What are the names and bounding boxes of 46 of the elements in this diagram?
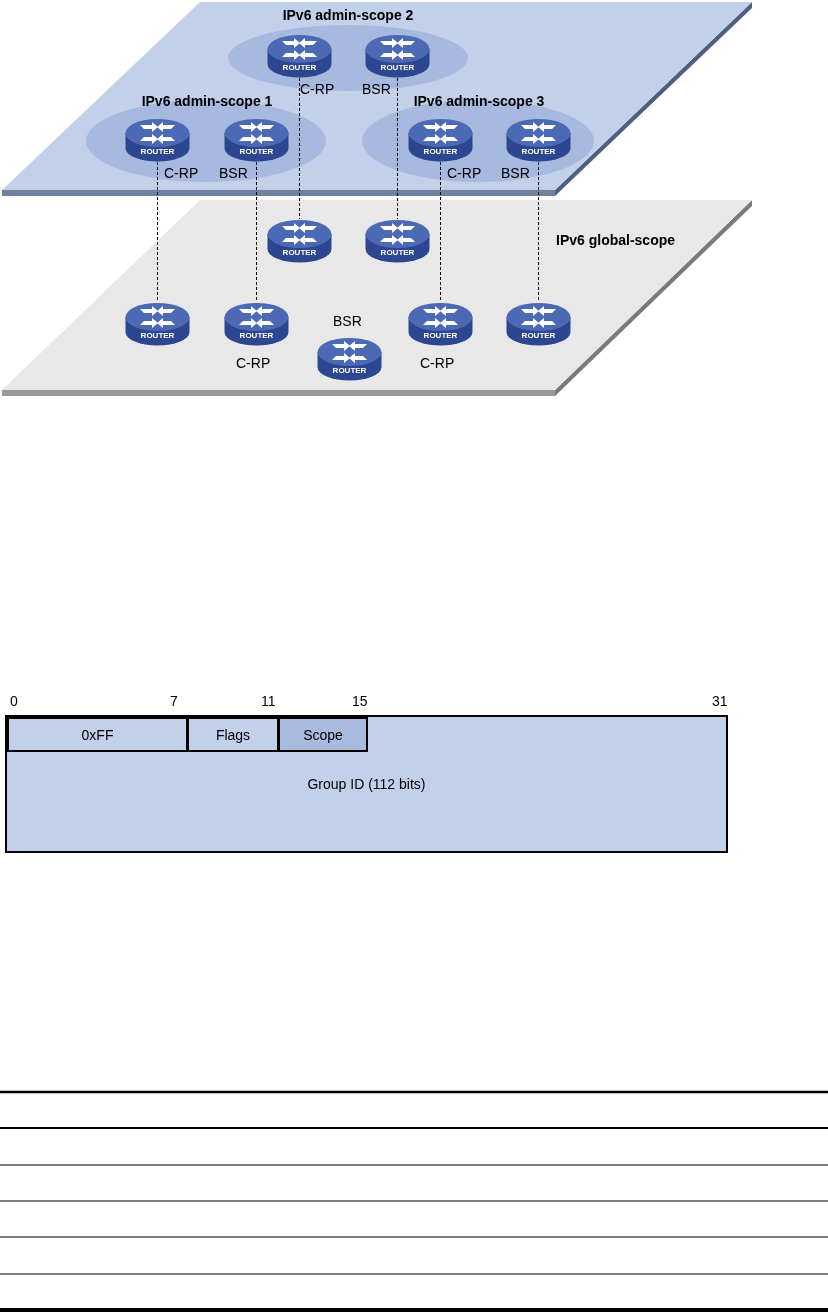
packet-format-box [5,715,728,853]
device-label: ROUTER [331,367,368,375]
field-label: Scope [302,728,344,742]
role-label: C-RP [236,356,271,370]
role-label: BSR [501,166,530,180]
role-label: C-RP [447,166,482,180]
field-cell [7,717,188,752]
scope-heading: IPv6 admin-scope 2 [281,8,415,22]
bit-number: 31 [712,694,728,708]
field-cell [278,717,368,752]
device-label: ROUTER [520,148,557,156]
device-label: ROUTER [139,148,176,156]
scope-heading: IPv6 admin-scope 1 [140,94,274,108]
dashed-link [538,161,539,303]
dashed-link [440,161,441,303]
role-label: C-RP [420,356,455,370]
scope-heading: IPv6 global-scope [556,233,676,247]
device-label: ROUTER [379,249,416,257]
role-label: C-RP [300,82,335,96]
dashed-link [157,161,158,303]
scope-area [226,8,470,92]
device-label: ROUTER [422,332,459,340]
bit-number: 11 [261,694,276,708]
dashed-link [397,77,398,220]
role-label: C-RP [164,166,199,180]
device-label: ROUTER [238,332,275,340]
field-label: 0xFF [80,728,115,742]
bit-number: 7 [170,694,178,708]
field-label: Flags [214,728,252,742]
device-label: ROUTER [422,148,459,156]
field-cell [187,717,279,752]
device-label: ROUTER [238,148,275,156]
device-label: ROUTER [520,332,557,340]
device-label: ROUTER [281,64,318,72]
device-label: ROUTER [281,249,318,257]
dashed-link [256,161,257,303]
device-label: ROUTER [139,332,176,340]
dashed-link [299,77,300,220]
role-label: BSR [333,314,362,328]
field-label: Group ID (112 bits) [306,777,427,791]
role-label: BSR [219,166,248,180]
device-label: ROUTER [379,64,416,72]
role-label: BSR [362,82,391,96]
scope-area [361,94,597,184]
scope-heading: IPv6 admin-scope 3 [412,94,546,108]
scope-area [86,94,328,184]
